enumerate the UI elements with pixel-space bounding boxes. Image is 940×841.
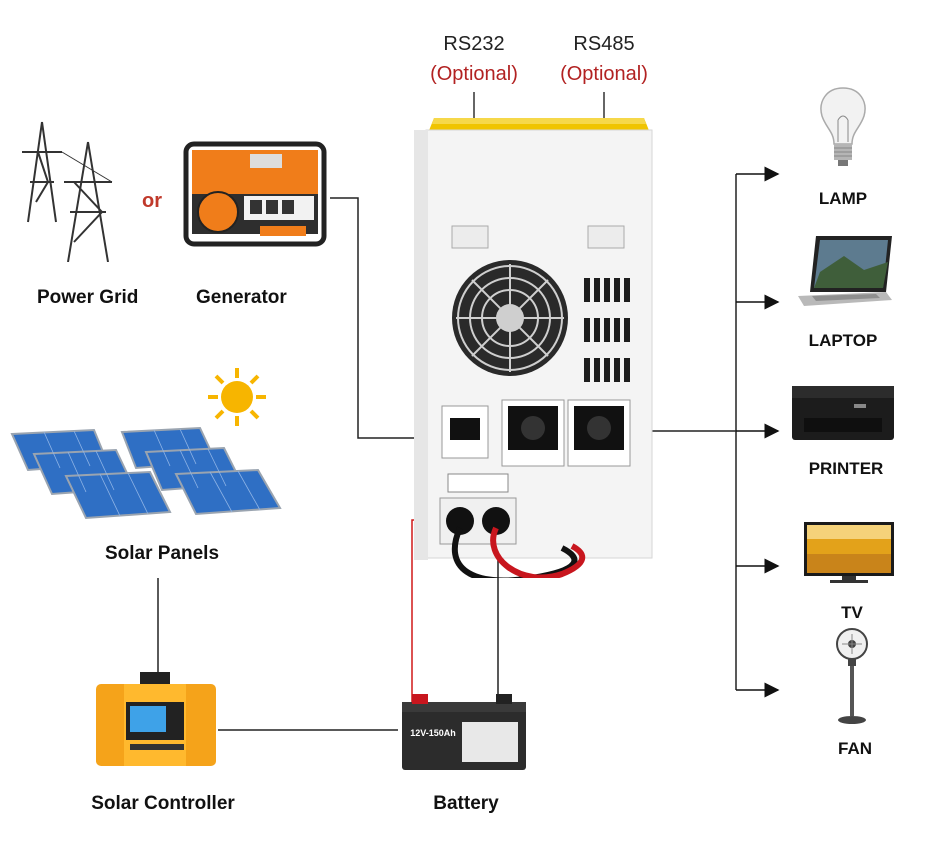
fan-icon <box>836 628 868 724</box>
inverter-icon <box>414 118 653 578</box>
battery-label: Battery <box>433 793 499 814</box>
laptop-icon <box>798 236 892 306</box>
power-grid-label: Power Grid <box>37 287 139 308</box>
lamp-label: LAMP <box>818 189 868 208</box>
generator-label: Generator <box>196 287 287 308</box>
laptop-label: LAPTOP <box>808 331 878 350</box>
generator-icon <box>183 141 327 247</box>
tv-icon <box>804 522 894 583</box>
or-text: or <box>142 190 162 212</box>
rs485-optional: (Optional) <box>560 63 648 85</box>
solar-panels-icon <box>10 426 282 520</box>
solar-controller-label: Solar Controller <box>91 793 235 814</box>
battery-icon <box>402 694 526 770</box>
solar-panels-label: Solar Panels <box>104 543 220 564</box>
sun-icon <box>208 368 266 426</box>
rs232-optional: (Optional) <box>430 63 518 85</box>
printer-icon <box>792 386 894 440</box>
solar-controller-icon <box>96 672 216 766</box>
power-grid-icon <box>22 121 113 262</box>
lamp-icon <box>820 87 866 166</box>
rs232-label: RS232 <box>443 33 505 55</box>
rs485-label: RS485 <box>573 33 635 55</box>
generator-line <box>330 197 442 439</box>
tv-label: TV <box>841 603 863 622</box>
fan-label: FAN <box>838 739 872 758</box>
printer-label: PRINTER <box>808 459 884 478</box>
battery-spec: 12V-150Ah <box>410 728 456 738</box>
